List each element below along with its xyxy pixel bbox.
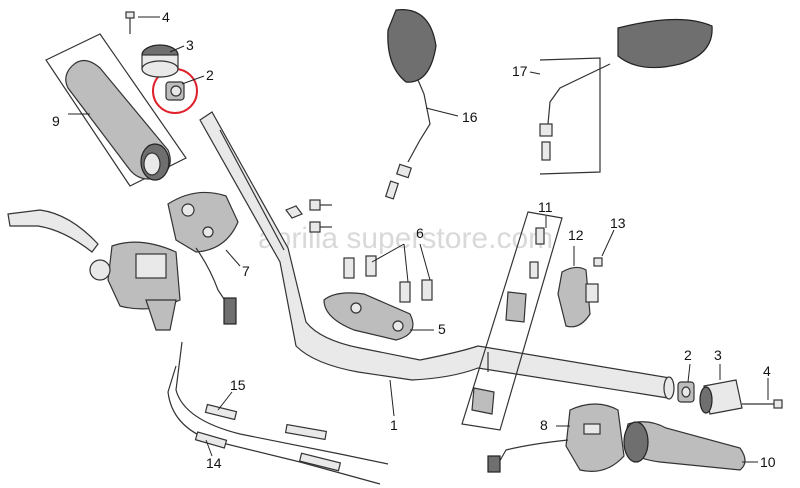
right-screw <box>742 399 783 409</box>
left-spacer <box>165 81 185 101</box>
callout-17: 17 <box>512 63 528 79</box>
callout-2-left: 2 <box>206 67 214 83</box>
left-mirror <box>384 9 437 200</box>
right-spacer <box>677 381 695 403</box>
callout-12: 12 <box>568 227 584 243</box>
callout-labels: 4 3 2 9 7 16 17 6 5 1 11 12 13 2 3 4 8 1… <box>52 9 776 471</box>
callout-16: 16 <box>462 109 478 125</box>
callout-3-left: 3 <box>186 37 194 53</box>
cables <box>167 341 389 485</box>
throttle-housing <box>557 266 599 328</box>
right-switch-internals <box>461 211 563 431</box>
callout-1: 1 <box>390 417 398 433</box>
left-switch <box>167 191 239 325</box>
handlebar <box>199 111 675 400</box>
left-bar-end-weight <box>141 44 179 78</box>
callout-15: 15 <box>230 377 246 393</box>
clamp-bolts <box>343 255 433 303</box>
callout-6: 6 <box>416 225 424 241</box>
callout-4-left: 4 <box>162 9 170 25</box>
left-lever-assembly <box>7 209 181 331</box>
right-mirror <box>539 18 713 175</box>
callout-10: 10 <box>760 454 776 470</box>
right-grip <box>623 421 746 471</box>
switch-screws <box>285 199 332 233</box>
right-switch <box>487 403 625 473</box>
leader-lines <box>68 16 769 463</box>
callout-5: 5 <box>438 321 446 337</box>
small-screw <box>593 257 603 267</box>
callout-8: 8 <box>540 417 548 433</box>
right-bar-end-weight <box>699 379 743 415</box>
watermark-text: aprilia superstore.com <box>258 222 553 255</box>
callout-9: 9 <box>52 113 60 129</box>
callout-7: 7 <box>242 263 250 279</box>
callout-4-right: 4 <box>763 363 771 379</box>
callout-11: 11 <box>538 199 553 215</box>
callout-3-right: 3 <box>714 347 722 363</box>
callout-2-right: 2 <box>684 347 692 363</box>
left-screw <box>125 11 135 34</box>
callout-14: 14 <box>206 455 222 471</box>
callout-13: 13 <box>610 215 626 231</box>
left-grip <box>45 33 187 187</box>
